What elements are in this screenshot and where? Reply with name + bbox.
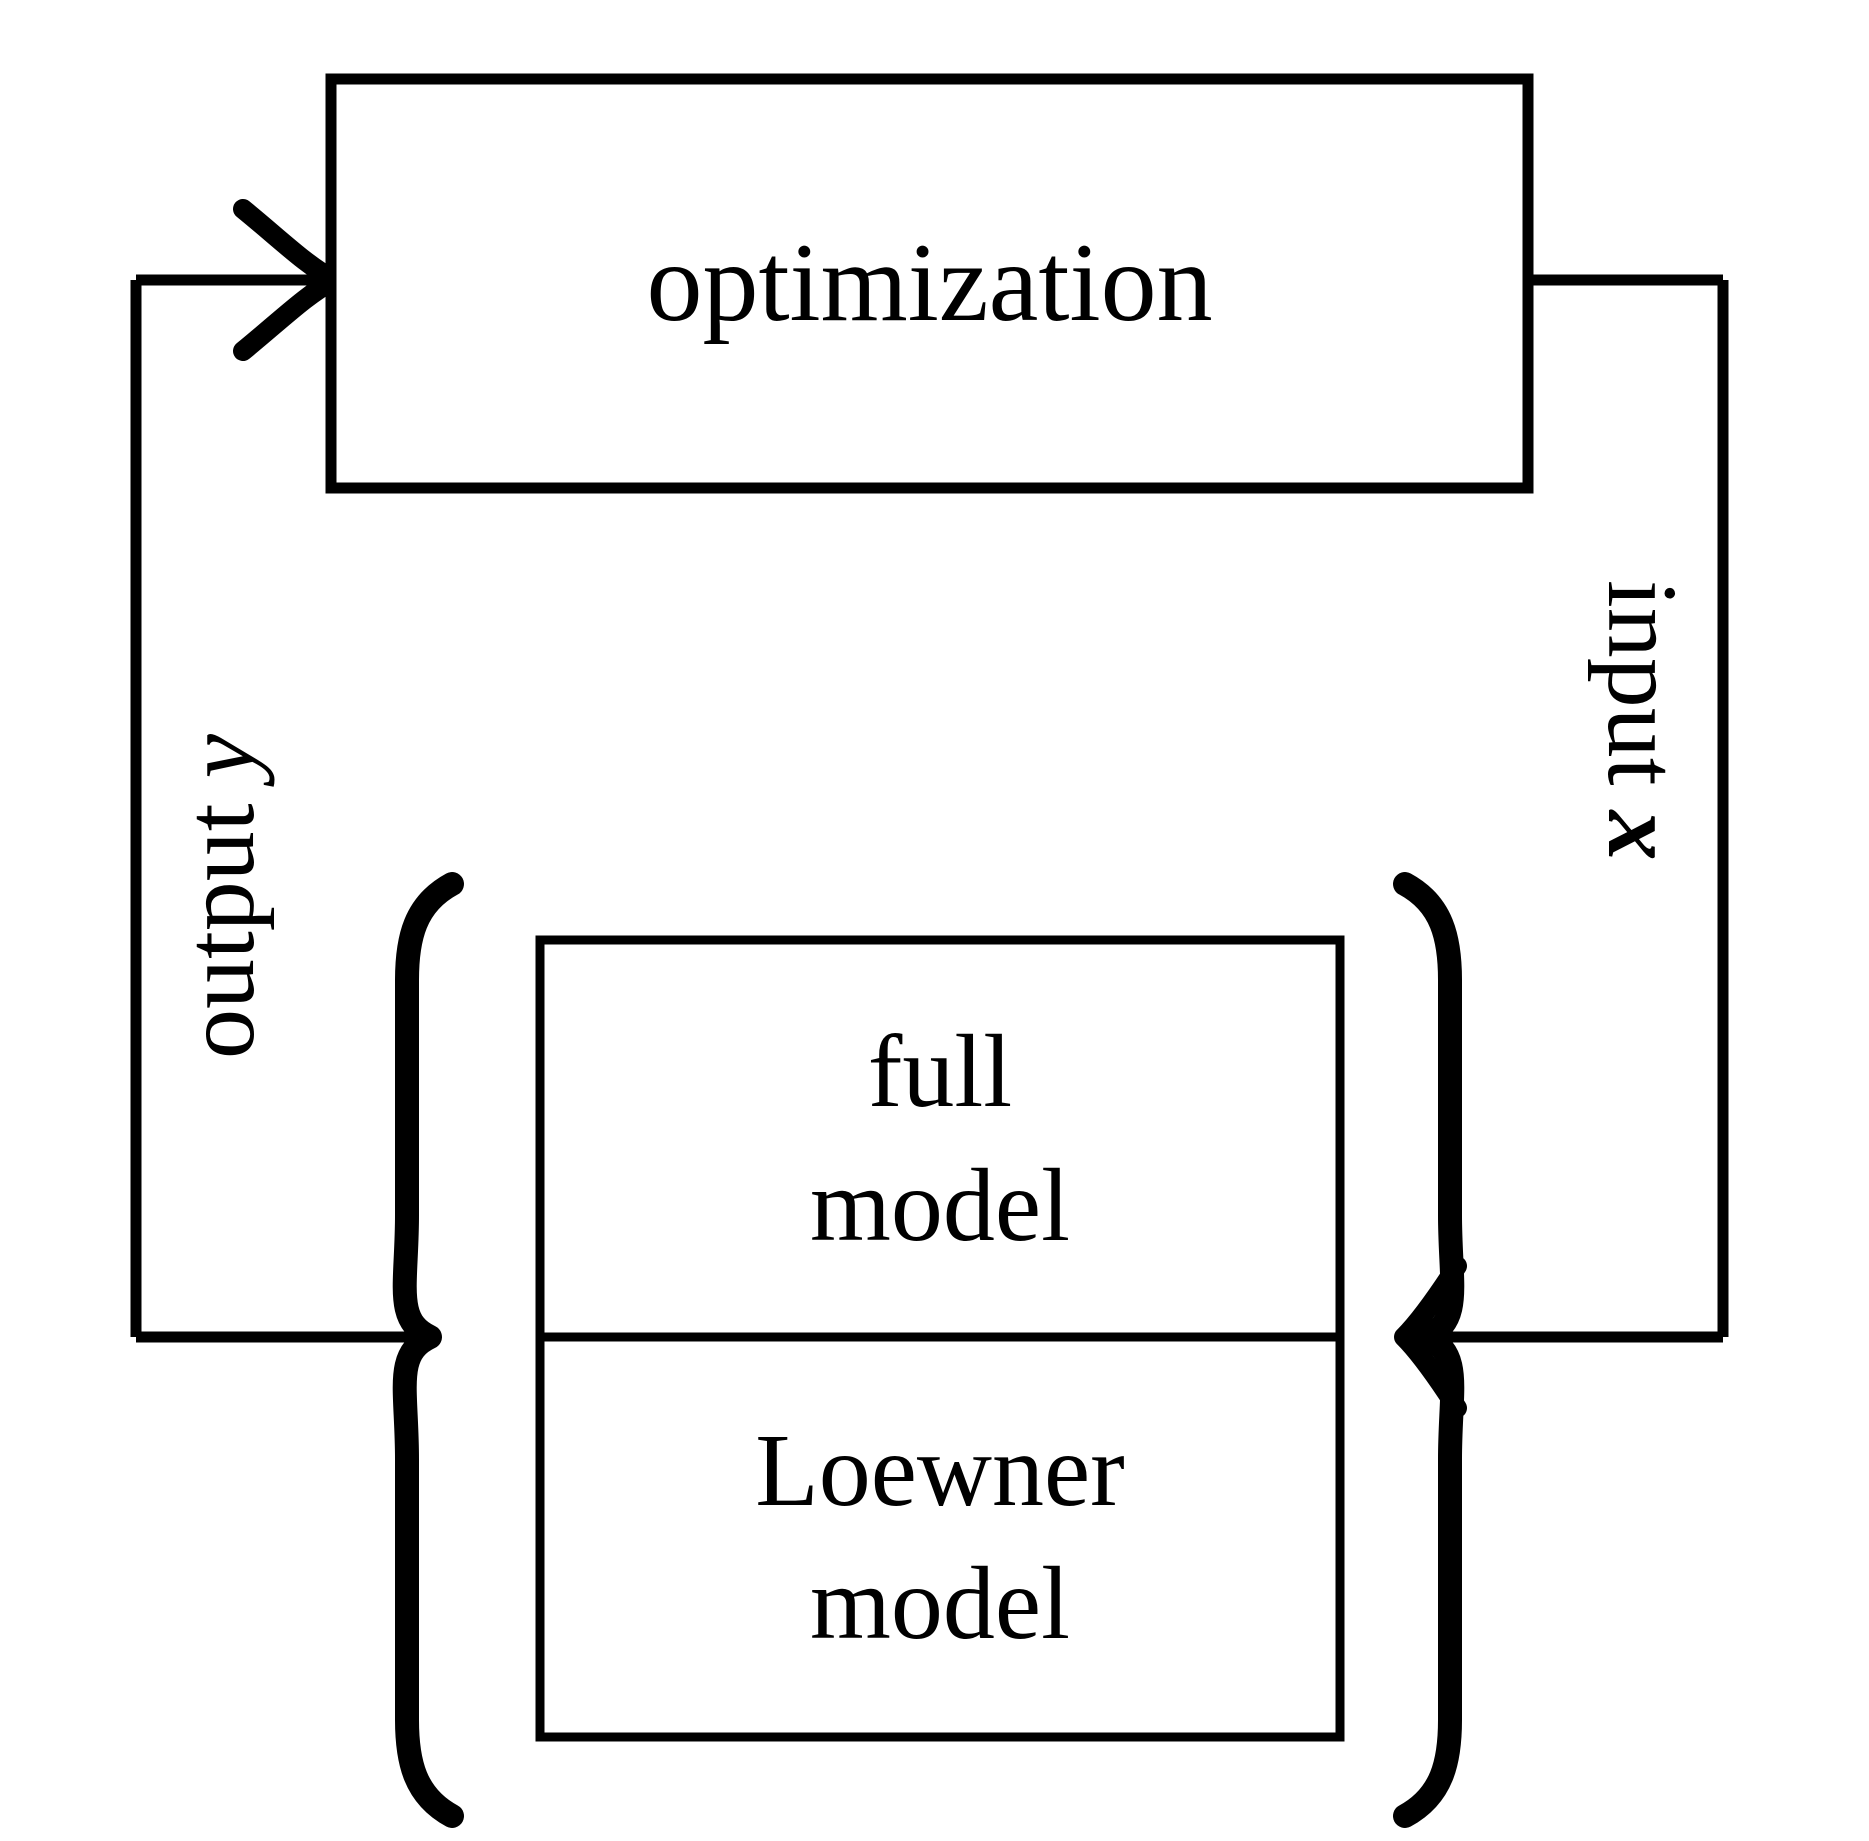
right-brace-icon <box>1393 872 1465 1828</box>
optimization-block-label: optimization <box>646 220 1213 345</box>
input-edge-label: input x <box>1585 580 1700 861</box>
input-connector <box>1422 274 1729 1343</box>
full-model-block-outline <box>535 935 1345 1342</box>
output-connector <box>130 274 440 1343</box>
arrow-into-models-icon <box>1394 1256 1467 1418</box>
output-edge-label: output y <box>162 734 277 1059</box>
full-model-block-label: full model <box>810 1014 1070 1263</box>
loewner-model-block-outline <box>535 1332 1345 1742</box>
optimization-block-outline <box>325 73 1534 494</box>
loewner-model-block-label: Loewner model <box>755 1412 1125 1661</box>
input-variable-symbol: x <box>1587 810 1698 861</box>
output-edge-label-text: output <box>164 778 275 1059</box>
input-edge-label-text: input <box>1587 580 1698 811</box>
left-brace-icon <box>392 872 464 1828</box>
output-variable-symbol: y <box>164 734 275 779</box>
